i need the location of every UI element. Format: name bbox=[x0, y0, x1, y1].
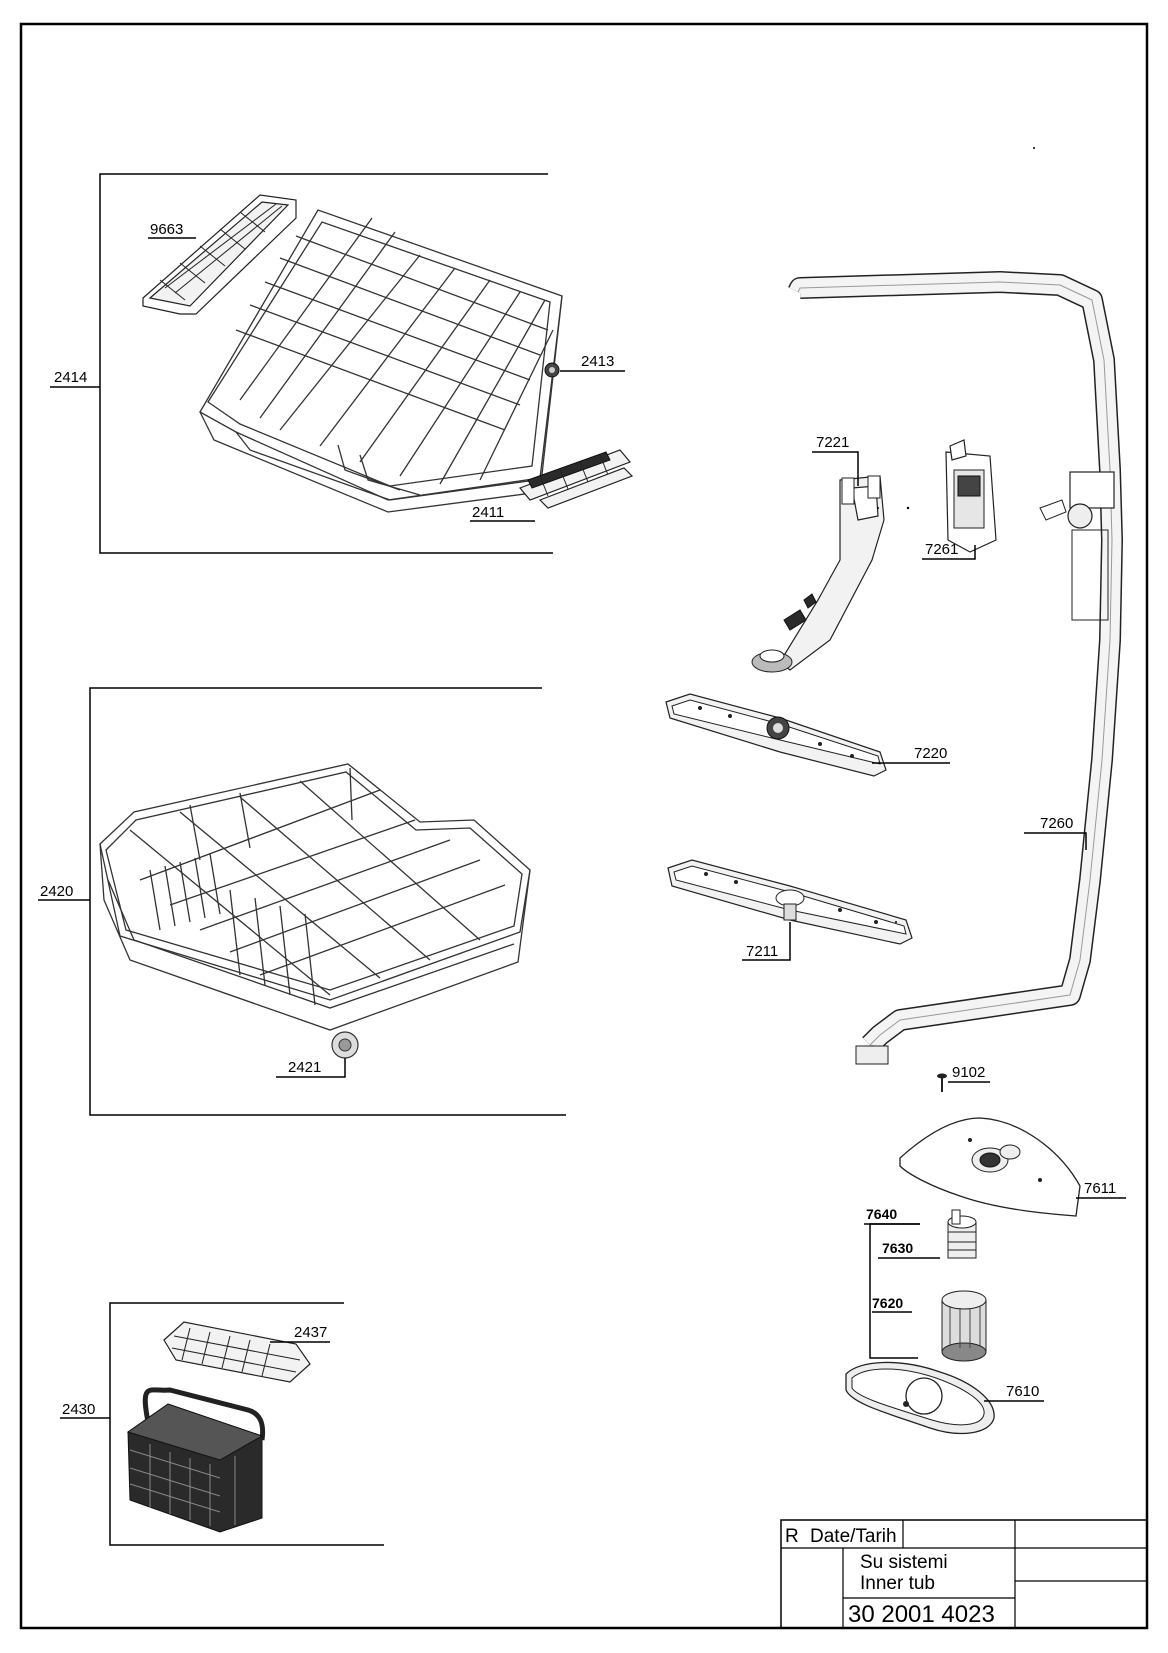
group-bracket-2430 bbox=[109, 1302, 384, 1546]
leader-7261 bbox=[922, 545, 976, 560]
label-2411: 2411 bbox=[472, 504, 504, 521]
label-2430: 2430 bbox=[62, 1401, 95, 1418]
stray-mark bbox=[1033, 147, 1035, 149]
upper-spray-arm-7220 bbox=[665, 693, 887, 777]
wheel-2413 bbox=[544, 362, 560, 378]
group-bracket-2420 bbox=[89, 687, 566, 1116]
title-block-rev: R bbox=[785, 1526, 799, 1547]
lower-spray-arm-7211 bbox=[667, 859, 913, 945]
cutlery-basket-group bbox=[60, 1302, 384, 1546]
label-2413: 2413 bbox=[581, 353, 614, 370]
label-9102: 9102 bbox=[952, 1064, 985, 1081]
label-2421: 2421 bbox=[288, 1059, 321, 1076]
micro-filter-7630 bbox=[947, 1209, 977, 1259]
feed-pipe-7260 bbox=[788, 271, 1123, 1065]
label-7611: 7611 bbox=[1084, 1180, 1116, 1197]
title-block: R Date/Tarih Su sistemi Inner tub 30 200… bbox=[780, 1519, 1148, 1629]
leader-2421 bbox=[276, 1058, 346, 1078]
leader-7221 bbox=[812, 451, 859, 486]
leader-7260 bbox=[1024, 832, 1087, 850]
stray-mark bbox=[877, 507, 879, 509]
coarse-filter-7620 bbox=[941, 1290, 987, 1362]
title-block-name-tr: Su sistemi bbox=[860, 1552, 948, 1573]
label-7220: 7220 bbox=[914, 745, 947, 762]
cutlery-tray-9663 bbox=[142, 194, 297, 315]
spray-system bbox=[665, 271, 1126, 1435]
label-2414: 2414 bbox=[54, 369, 87, 386]
stray-mark bbox=[895, 921, 897, 923]
screw-9102 bbox=[937, 1073, 947, 1092]
label-7221: 7221 bbox=[816, 434, 849, 451]
title-block-drawing-no: 30 2001 4023 bbox=[848, 1601, 995, 1628]
label-7610: 7610 bbox=[1006, 1383, 1039, 1400]
label-7260: 7260 bbox=[1040, 815, 1073, 832]
stray-mark bbox=[906, 506, 910, 510]
label-7261: 7261 bbox=[925, 541, 958, 558]
group-bracket-2414 bbox=[99, 173, 553, 554]
upper-basket-group bbox=[50, 173, 634, 554]
leader-7211 bbox=[742, 922, 791, 961]
drawing-frame bbox=[19, 22, 1149, 1630]
label-2420: 2420 bbox=[40, 883, 73, 900]
basket-lid-2437 bbox=[163, 1321, 311, 1383]
top-sprinkler-7261 bbox=[945, 439, 997, 553]
label-7211: 7211 bbox=[746, 943, 778, 960]
label-7620: 7620 bbox=[872, 1295, 903, 1311]
label-7630: 7630 bbox=[882, 1240, 913, 1256]
cutlery-basket-2430 bbox=[126, 1387, 266, 1533]
lower-basket-group bbox=[38, 687, 566, 1116]
title-block-name-en: Inner tub bbox=[860, 1573, 935, 1594]
lower-basket-2420 bbox=[99, 763, 531, 1031]
label-9663: 9663 bbox=[150, 221, 183, 238]
fixing-nut-2421 bbox=[331, 1031, 359, 1059]
label-7640: 7640 bbox=[866, 1206, 897, 1222]
sump-cover-7611 bbox=[899, 1117, 1081, 1217]
spray-arm-support-7221 bbox=[751, 475, 885, 673]
label-2437: 2437 bbox=[294, 1324, 327, 1341]
rail-clip-2411 bbox=[519, 449, 634, 509]
title-block-date-label: Date/Tarih bbox=[810, 1526, 897, 1547]
flat-filter-7610 bbox=[845, 1361, 995, 1435]
